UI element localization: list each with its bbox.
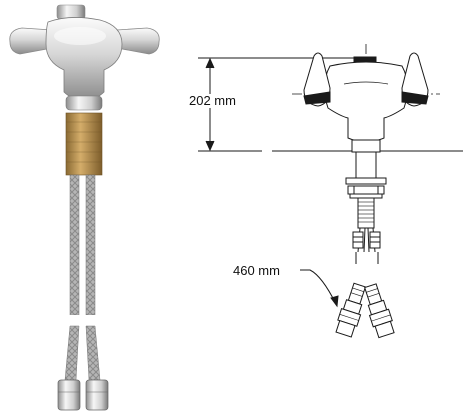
hose-length-dimension-label: 460 mm bbox=[232, 263, 281, 278]
faucet-drawing-icon bbox=[198, 44, 463, 339]
hose-fitting-right bbox=[85, 379, 109, 411]
braided-hose-left-lower bbox=[64, 325, 80, 381]
braided-hose-left bbox=[69, 174, 80, 316]
height-dimension-label: 202 mm bbox=[188, 93, 237, 108]
drawing-locknut-2 bbox=[347, 185, 385, 195]
drawing-neck bbox=[351, 139, 381, 153]
faucet-top-cap bbox=[56, 4, 86, 20]
brass-shank bbox=[65, 112, 103, 176]
drawing-body bbox=[324, 61, 408, 143]
lower-collar bbox=[65, 95, 103, 111]
braided-hose-right bbox=[85, 174, 96, 316]
drawing-washer bbox=[349, 193, 383, 199]
braided-hose-right-lower bbox=[85, 325, 101, 381]
drawing-hose-end-left bbox=[335, 282, 367, 338]
hose-fitting-left bbox=[57, 379, 81, 411]
drawing-hose-end-right bbox=[364, 283, 395, 339]
hose-length-leader bbox=[300, 269, 337, 305]
faucet-photo-icon bbox=[9, 4, 160, 411]
drawing-locknut-1 bbox=[345, 177, 387, 185]
drawing-shank bbox=[355, 151, 377, 179]
